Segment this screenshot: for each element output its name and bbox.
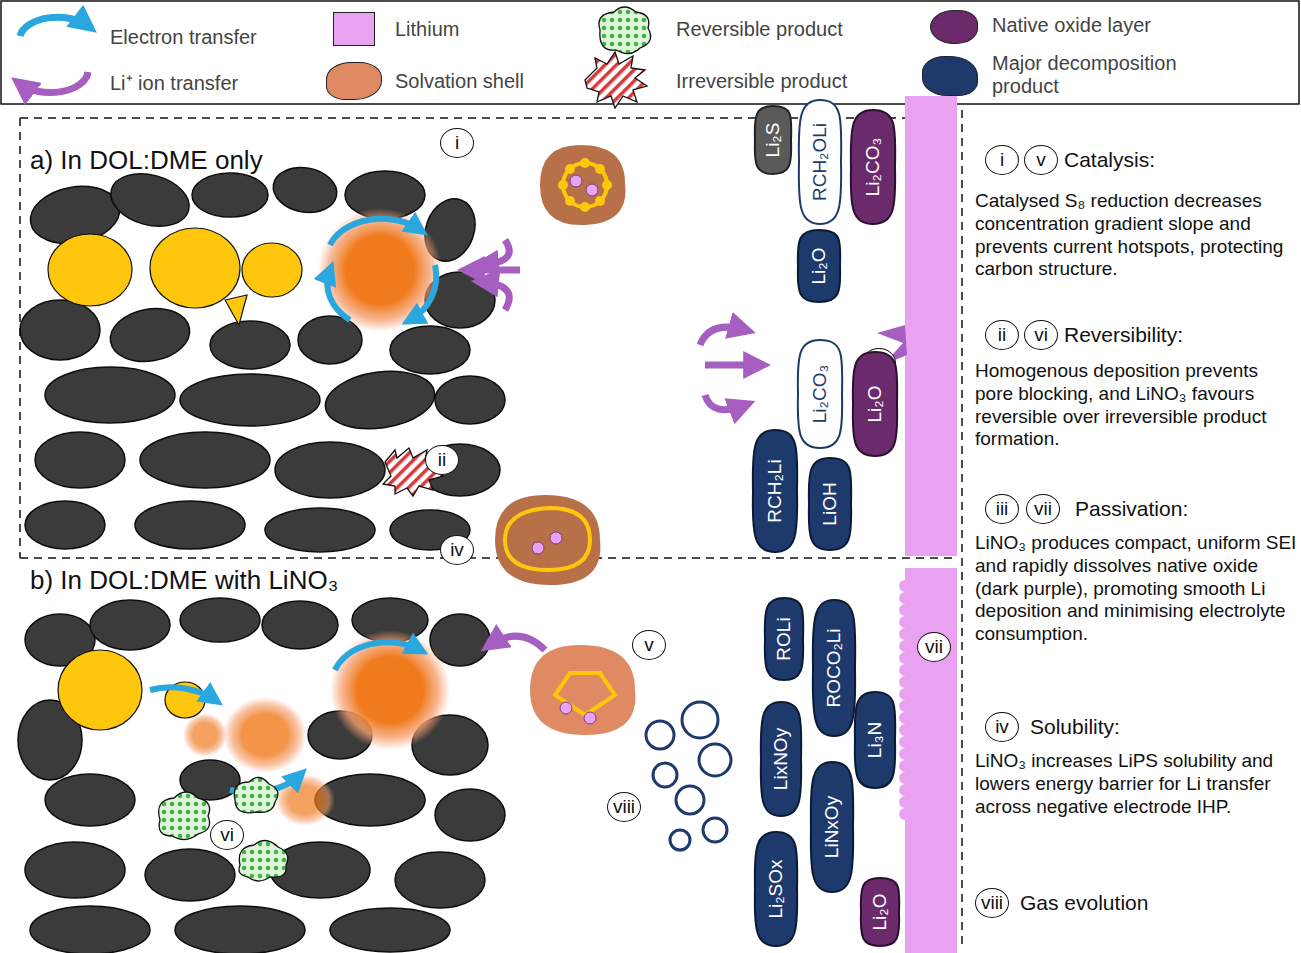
panel-title: b) In DOL:DME with LiNO₃: [30, 565, 338, 596]
product-formula: Li₂SOx: [765, 859, 787, 918]
decomposition-product: Li₂SOx: [752, 830, 800, 948]
product-formula: LiOH: [819, 482, 841, 525]
product-formula: LiNxOy: [821, 796, 843, 858]
panel-title: a) In DOL:DME only: [30, 145, 263, 176]
product-formula: ROCO₂Li: [823, 628, 845, 707]
section-body: LiNO₃ produces compact, uniform SEI and …: [975, 532, 1297, 646]
reversible-products: [159, 777, 288, 881]
decomposition-product: Li₃N: [852, 690, 898, 790]
section-heading: Gas evolution: [1020, 890, 1148, 915]
lithium-metal: [877, 96, 957, 953]
decomposition-product: RCH₂Li: [750, 428, 800, 554]
legend-frame: [1, 1, 1299, 108]
legend-text: Electron transfer: [110, 26, 257, 49]
section-heading: Passivation:: [1075, 496, 1188, 521]
section-body: Catalysed S₈ reduction decreases concent…: [975, 190, 1297, 281]
legend-text: Irreversible product: [676, 70, 847, 93]
product-formula: Li₂CO₃: [809, 365, 831, 423]
section-heading: Reversibility:: [1064, 322, 1183, 347]
decomposition-product: LixNOy: [758, 700, 804, 818]
callout-number: v: [632, 630, 666, 660]
section-body: LiNO₃ increases LiPS solubility and lowe…: [975, 750, 1297, 818]
decomposition-product: LiNxOy: [808, 760, 856, 894]
legend-swatch: [326, 62, 382, 100]
legend-text: Major decomposition product: [992, 52, 1212, 98]
product-formula: Li₃N: [864, 722, 886, 758]
polysulfide-molecules: [495, 145, 635, 735]
callout-number: ii: [425, 445, 459, 475]
callout-number: iii: [985, 494, 1019, 524]
callout-number: vii: [917, 632, 951, 662]
decomposition-product: Li₂O: [858, 876, 902, 948]
product-formula: RCH₂Li: [764, 459, 786, 522]
callout-number: iv: [985, 712, 1019, 742]
electron-transfer-arrows: [150, 219, 436, 793]
legend-text: Lithium: [395, 18, 459, 41]
legend-text: Native oxide layer: [992, 14, 1151, 37]
product-formula: Li₂O: [808, 248, 830, 285]
solvation-glow: [183, 208, 450, 826]
panel-frame: [20, 110, 962, 950]
section-heading: Solubility:: [1030, 714, 1120, 739]
callout-number: iv: [440, 535, 474, 565]
product-formula: Li₂S: [762, 123, 784, 158]
legend-swatch: [930, 10, 978, 44]
callout-number: i: [985, 145, 1019, 175]
legend-text: Reversible product: [676, 18, 843, 41]
callout-number: vi: [210, 820, 244, 850]
section-heading: Catalysis:: [1064, 147, 1155, 172]
section-body: Homogenous deposition prevents pore bloc…: [975, 360, 1297, 451]
callout-number: vi: [1024, 320, 1058, 350]
carbon-particles: [18, 163, 505, 953]
callout-number: viii: [975, 888, 1009, 918]
legend-text: Li⁺ ion transfer: [110, 72, 238, 95]
decomposition-product: Li₂S: [752, 104, 794, 176]
legend-swatch: [922, 56, 978, 96]
legend-text: Solvation shell: [395, 70, 524, 93]
gas-bubbles: [646, 702, 731, 850]
decomposition-product: Li₂O: [795, 228, 843, 304]
callout-number: v: [1024, 145, 1058, 175]
decomposition-product: ROLi: [762, 596, 806, 682]
decomposition-product: Li₂CO₃: [795, 338, 845, 450]
product-formula: Li₂O: [869, 894, 891, 931]
product-formula: Li₂CO₃: [862, 138, 884, 196]
callout-number: vii: [1026, 494, 1060, 524]
decomposition-product: Li₂CO₃: [848, 108, 898, 226]
decomposition-product: ROCO₂Li: [810, 598, 858, 738]
callout-number: viii: [607, 792, 641, 822]
li-ion-arrows: [468, 240, 760, 650]
product-formula: LixNOy: [770, 728, 792, 790]
legend-swatch: [333, 12, 375, 46]
decomposition-product: LiOH: [806, 456, 854, 552]
sulfur-particles: [48, 228, 302, 730]
decomposition-product: RCH₂OLi: [796, 98, 844, 226]
callout-number: ii: [985, 320, 1019, 350]
product-formula: RCH₂OLi: [809, 123, 831, 201]
product-formula: Li₂O: [864, 386, 886, 423]
callout-number: i: [440, 128, 474, 158]
decomposition-product: Li₂O: [850, 350, 900, 458]
product-formula: ROLi: [773, 617, 795, 660]
